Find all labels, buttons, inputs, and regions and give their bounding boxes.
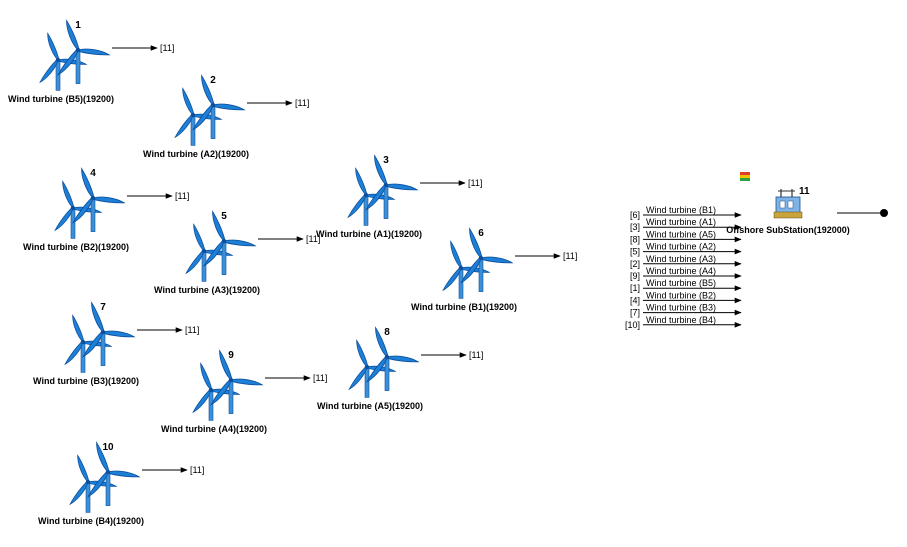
bus-input-row[interactable]: [6] Wind turbine (B1)	[630, 205, 742, 220]
goto-tag[interactable]: [11]	[175, 191, 189, 201]
bus-input-row[interactable]: [1] Wind turbine (B5)	[630, 278, 742, 293]
bus-input-label: Wind turbine (B5)	[646, 278, 716, 288]
goto-tag[interactable]: [11]	[160, 43, 174, 53]
turbine-number: 3	[383, 155, 389, 166]
bus-input-label: Wind turbine (A1)	[646, 217, 716, 227]
terminal-dot-icon[interactable]	[880, 209, 888, 217]
wind-turbine-icon	[424, 217, 515, 299]
bus-input-label: Wind turbine (A5)	[646, 229, 716, 239]
from-tag[interactable]: [1]	[630, 283, 640, 293]
turbine-number: 6	[478, 228, 484, 239]
goto-tag[interactable]: [11]	[469, 350, 483, 360]
substation-icon	[773, 189, 803, 219]
turbine-number: 7	[100, 302, 106, 313]
wind-turbine-icon	[167, 200, 258, 282]
wind-turbine-icon	[51, 431, 142, 513]
turbine-label: Wind turbine (B4)(19200)	[38, 516, 144, 526]
goto-tag[interactable]: [11]	[295, 98, 309, 108]
turbine-number: 10	[102, 442, 114, 453]
bus-input-label: Wind turbine (B4)	[646, 315, 716, 325]
turbine-label: Wind turbine (A1)(19200)	[316, 229, 422, 239]
from-tag[interactable]: [9]	[630, 271, 640, 281]
turbine-label: Wind turbine (A3)(19200)	[154, 285, 260, 295]
bus-input-row[interactable]: [5] Wind turbine (A2)	[630, 242, 742, 257]
status-flag-icon	[740, 172, 750, 181]
turbine-label: Wind turbine (A5)(19200)	[317, 401, 423, 411]
bus-input-label: Wind turbine (B3)	[646, 303, 716, 313]
substation-label: Offshore SubStation(192000)	[726, 225, 850, 235]
bus-input-row[interactable]: [9] Wind turbine (A4)	[630, 266, 742, 281]
bus-input-row[interactable]: [4] Wind turbine (B2)	[630, 290, 742, 305]
wind-turbine-icon	[36, 157, 127, 239]
bus-input-row[interactable]: [8] Wind turbine (A5)	[630, 229, 742, 244]
turbine-label: Wind turbine (B5)(19200)	[8, 94, 114, 104]
turbine-label: Wind turbine (A4)(19200)	[161, 424, 267, 434]
goto-tag[interactable]: [11]	[563, 251, 577, 261]
turbine-number: 2	[210, 75, 216, 86]
wind-turbine-icon	[156, 64, 247, 146]
bus-input-row[interactable]: [2] Wind turbine (A3)	[630, 254, 742, 269]
turbine-label: Wind turbine (B2)(19200)	[23, 242, 129, 252]
from-tag[interactable]: [2]	[630, 259, 640, 269]
bus-input-label: Wind turbine (B1)	[646, 205, 716, 215]
turbine-number: 5	[221, 211, 227, 222]
turbine-number: 9	[228, 350, 234, 361]
goto-tag[interactable]: [11]	[190, 465, 204, 475]
goto-tag[interactable]: [11]	[468, 178, 482, 188]
turbine-label: Wind turbine (A2)(19200)	[143, 149, 249, 159]
from-tag[interactable]: [7]	[630, 308, 640, 318]
from-tag[interactable]: [8]	[630, 234, 640, 244]
bus-input-label: Wind turbine (A4)	[646, 266, 716, 276]
wind-turbine-icon	[21, 9, 112, 91]
wind-turbine-icon	[330, 316, 421, 398]
goto-tag[interactable]: [11]	[313, 373, 327, 383]
turbine-number: 4	[90, 168, 96, 179]
turbine-label: Wind turbine (B3)(19200)	[33, 376, 139, 386]
turbine-number: 8	[384, 327, 390, 338]
goto-tag[interactable]: [11]	[185, 325, 199, 335]
wind-turbine-icon	[46, 291, 137, 373]
turbine-label: Wind turbine (B1)(19200)	[411, 302, 517, 312]
bus-input-row[interactable]: [3] Wind turbine (A1)	[630, 217, 742, 232]
from-tag[interactable]: [4]	[630, 295, 640, 305]
bus-input-row[interactable]: [7] Wind turbine (B3)	[630, 303, 742, 318]
substation-input-bus: [6] Wind turbine (B1) [3] Wind turbine (A1)…	[625, 205, 742, 330]
bus-input-label: Wind turbine (B2)	[646, 290, 716, 300]
from-tag[interactable]: [10]	[625, 320, 640, 330]
bus-input-row[interactable]: [10] Wind turbine (B4)	[625, 315, 742, 330]
from-tag[interactable]: [5]	[630, 247, 640, 257]
goto-tag[interactable]: [11]	[306, 234, 320, 244]
turbine-number: 1	[75, 20, 81, 31]
from-tag[interactable]: [6]	[630, 210, 640, 220]
wind-turbine-icon	[329, 144, 420, 226]
wind-turbine-icon	[174, 339, 265, 421]
from-tag[interactable]: [3]	[630, 222, 640, 232]
substation-number: 11	[799, 186, 810, 197]
bus-input-label: Wind turbine (A3)	[646, 254, 716, 264]
bus-input-label: Wind turbine (A2)	[646, 242, 716, 252]
